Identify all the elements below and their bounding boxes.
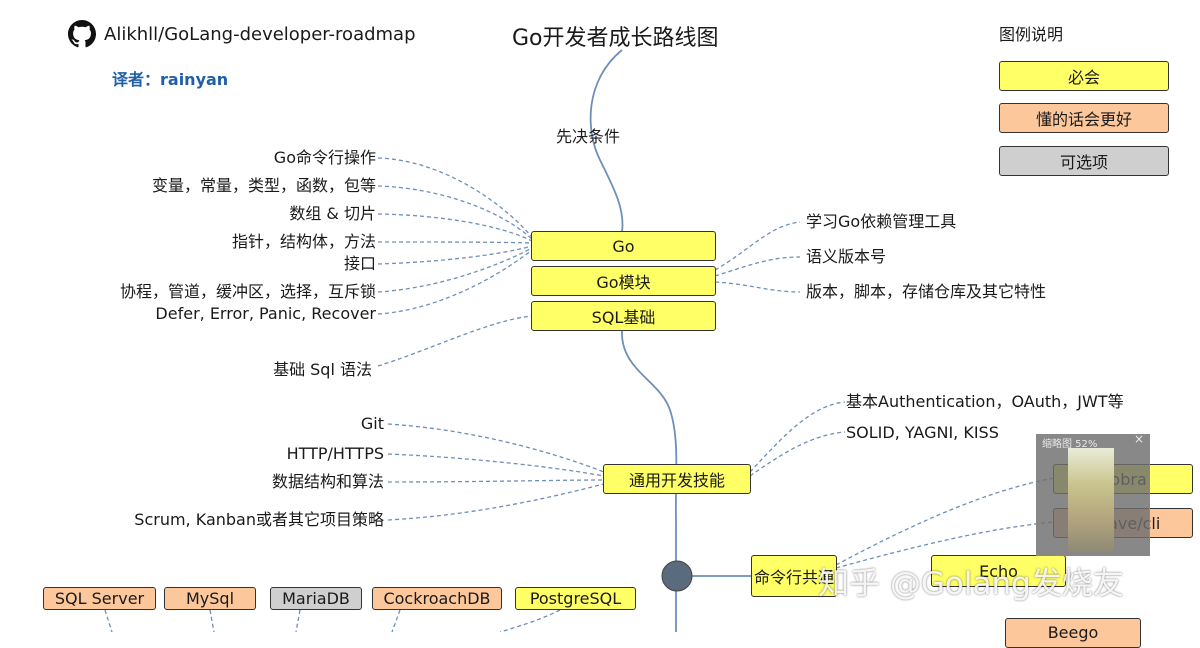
sql-topic: 基础 Sql 语法	[273, 360, 372, 379]
module-topic: 语义版本号	[806, 247, 887, 266]
legend-required: 必会	[999, 61, 1169, 91]
go-topic: 数组 & 切片	[289, 204, 376, 223]
node-general-skills[interactable]: 通用开发技能	[603, 464, 751, 494]
spine-top	[589, 49, 624, 233]
legend-good-to-know: 懂的话会更好	[999, 103, 1169, 133]
link-db-3	[295, 609, 301, 632]
go-topic: 变量，常量，类型，函数，包等	[151, 176, 376, 195]
prerequisites-label: 先决条件	[556, 127, 621, 146]
minimap-thumbnail[interactable]	[1068, 448, 1114, 552]
link-go-1	[377, 157, 533, 238]
db-cockroachdb[interactable]: CockroachDB	[372, 587, 502, 610]
general-topic: Scrum, Kanban或者其它项目策略	[134, 510, 384, 529]
link-gen-6	[749, 431, 846, 477]
go-topic: 指针，结构体，方法	[231, 232, 376, 251]
legend-title: 图例说明	[999, 25, 1064, 44]
link-gen-1	[387, 423, 605, 473]
go-topic: Go命令行操作	[273, 148, 376, 167]
module-topic: 版本，脚本，存储仓库及其它特性	[806, 282, 1047, 301]
link-gen-5	[749, 401, 846, 473]
minimap-title: 缩略图 52%	[1042, 439, 1098, 450]
page-title: Go开发者成长路线图	[512, 26, 719, 51]
node-go-modules[interactable]: Go模块	[531, 266, 716, 296]
general-topic: 基本Authentication，OAuth，JWT等	[846, 392, 1124, 411]
node-go[interactable]: Go	[531, 231, 716, 261]
module-topic: 学习Go依赖管理工具	[806, 212, 957, 231]
link-go-7	[377, 249, 533, 315]
hub-node	[661, 560, 693, 592]
node-beego[interactable]: Beego	[1005, 618, 1141, 648]
db-sql-server[interactable]: SQL Server	[43, 587, 156, 610]
legend-optional: 可选项	[999, 146, 1169, 176]
link-cli-urfave	[835, 521, 1055, 569]
db-postgresql[interactable]: PostgreSQL	[515, 587, 636, 610]
link-db-4	[391, 609, 401, 632]
link-sql	[377, 315, 533, 367]
general-topic: Git	[360, 414, 384, 433]
link-db-1	[104, 609, 113, 632]
roadmap-connectors	[104, 49, 1055, 632]
link-go-5	[377, 245, 533, 265]
go-topic: 接口	[343, 254, 376, 273]
link-db-2	[209, 609, 215, 632]
link-gen-2	[387, 453, 605, 477]
watermark: 知乎 @Golang发烧友	[818, 566, 1124, 602]
general-topic: HTTP/HTTPS	[286, 444, 384, 463]
link-mod-2	[714, 256, 801, 277]
node-cli[interactable]: 命令行共通	[751, 555, 837, 597]
general-topic: 数据结构和算法	[271, 472, 384, 491]
translator-credit: 译者：rainyan	[112, 70, 229, 89]
repo-header[interactable]: Alikhll/GoLang-developer-roadmap	[68, 20, 416, 48]
db-mysql[interactable]: MySql	[164, 587, 256, 610]
repo-name[interactable]: Alikhll/GoLang-developer-roadmap	[104, 23, 416, 45]
node-sql-basics[interactable]: SQL基础	[531, 301, 716, 331]
link-go-3	[377, 213, 533, 242]
link-go-2	[377, 185, 533, 240]
close-icon[interactable]: ×	[1134, 432, 1145, 446]
go-topic: Defer, Error, Panic, Recover	[155, 304, 376, 323]
link-gen-3	[387, 479, 605, 483]
link-db-5	[499, 609, 561, 632]
link-cli-cobra	[835, 477, 1055, 566]
link-go-6	[377, 247, 533, 293]
github-icon	[68, 20, 96, 48]
link-go-4	[377, 241, 533, 244]
go-topic: 协程，管道，缓冲区，选择，互斥锁	[119, 282, 376, 301]
link-gen-4	[387, 483, 605, 521]
general-topic: SOLID, YAGNI, KISS	[846, 423, 999, 442]
db-mariadb[interactable]: MariaDB	[270, 587, 362, 610]
link-mod-3	[714, 281, 801, 293]
node-echo[interactable]: Echo	[931, 555, 1066, 587]
